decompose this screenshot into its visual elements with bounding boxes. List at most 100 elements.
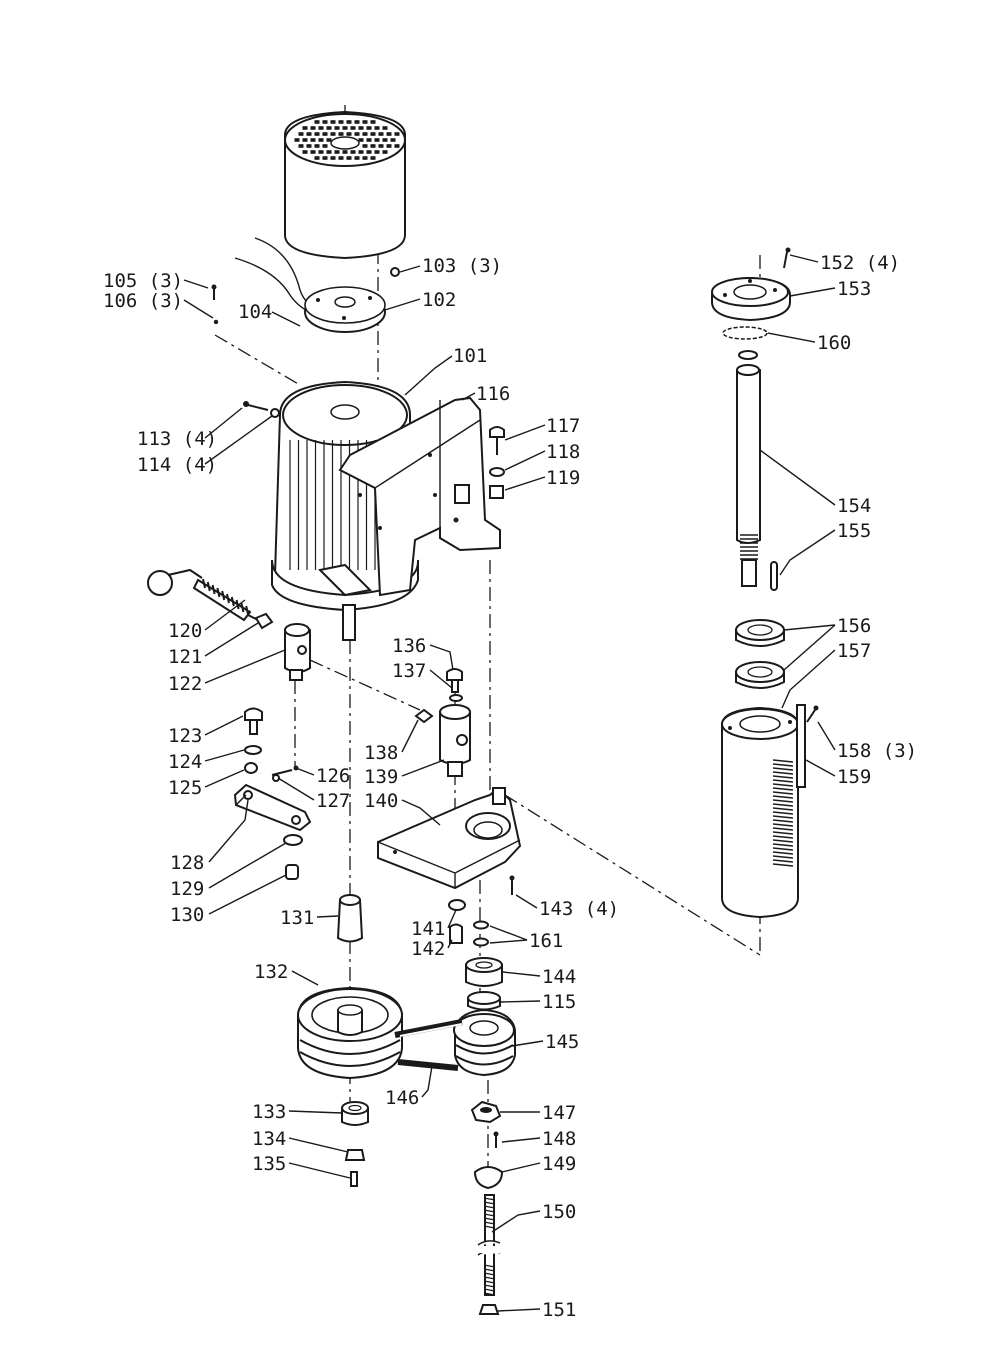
fan-vent-mark xyxy=(358,126,364,130)
label-143: 143 (4) xyxy=(539,898,619,920)
rack-tooth xyxy=(772,779,794,783)
thread-mark xyxy=(483,1217,496,1221)
fan-vent-mark xyxy=(338,132,344,136)
label-101: 101 xyxy=(453,345,487,367)
fan-vent-mark xyxy=(298,144,304,148)
label-155: 155 xyxy=(837,520,871,542)
fan-vent-mark xyxy=(326,150,332,154)
label-126: 126 xyxy=(316,765,350,787)
fan-vent-mark xyxy=(366,138,372,142)
rack-tooth xyxy=(772,855,794,859)
fan-vent-mark xyxy=(362,132,368,136)
fan-vent-mark xyxy=(322,120,328,124)
thread-mark xyxy=(235,599,240,610)
rack-tooth xyxy=(772,851,794,855)
rack-tooth xyxy=(772,815,794,819)
spindle-pulley xyxy=(453,1008,516,1077)
label-156: 156 xyxy=(837,615,871,637)
rack-tooth xyxy=(772,759,794,763)
label-153: 153 xyxy=(837,278,871,300)
fan-vent-mark xyxy=(354,132,360,136)
spindle-nut-set xyxy=(470,1100,504,1190)
label-114: 114 (4) xyxy=(137,454,217,476)
fan-vent-mark xyxy=(370,156,376,160)
label-160: 160 xyxy=(817,332,851,354)
label-142: 142 xyxy=(411,938,445,960)
fan-vent-mark xyxy=(318,138,324,142)
fan-vent-mark xyxy=(378,144,384,148)
thread-mark xyxy=(483,1209,496,1213)
thread-mark xyxy=(483,1225,496,1229)
label-152: 152 (4) xyxy=(820,252,900,274)
rack-tooth xyxy=(772,783,794,787)
label-125: 125 xyxy=(168,777,202,799)
fan-vent-mark xyxy=(346,132,352,136)
spindle-spline xyxy=(740,534,758,560)
thread-mark xyxy=(483,1221,496,1225)
label-117: 117 xyxy=(546,415,580,437)
fan-vent-mark xyxy=(370,144,376,148)
label-150: 150 xyxy=(542,1201,576,1223)
fan-vent-mark xyxy=(314,132,320,136)
thread-mark xyxy=(483,1205,496,1209)
label-102: 102 xyxy=(422,289,456,311)
thread-mark xyxy=(483,1201,496,1205)
fan-vent-mark xyxy=(366,126,372,130)
label-134: 134 xyxy=(252,1128,286,1150)
fan-vent-mark xyxy=(386,144,392,148)
label-131: 131 xyxy=(280,907,314,929)
link-plate xyxy=(233,783,312,832)
fan-vent-mark xyxy=(370,132,376,136)
fan-vent-mark xyxy=(342,150,348,154)
label-157: 157 xyxy=(837,640,871,662)
label-147: 147 xyxy=(542,1102,576,1124)
fan-vent-mark xyxy=(394,132,400,136)
label-127: 127 xyxy=(316,790,350,812)
label-161: 161 xyxy=(529,930,563,952)
rack-tooth xyxy=(772,795,794,799)
thread-mark xyxy=(202,578,206,589)
washers-161 xyxy=(473,920,489,947)
motor-body xyxy=(271,380,420,641)
label-136: 136 xyxy=(392,635,426,657)
fan-vent-mark xyxy=(322,132,328,136)
fan-vent-mark xyxy=(346,156,352,160)
drawbar xyxy=(477,1194,501,1315)
thread-mark xyxy=(483,1284,496,1288)
rack-tooth xyxy=(772,863,794,867)
label-128: 128 xyxy=(170,852,204,874)
fan-vent-mark xyxy=(318,126,324,130)
label-116: 116 xyxy=(476,383,510,405)
fan-vent-mark xyxy=(374,126,380,130)
label-138: 138 xyxy=(364,742,398,764)
thread-mark xyxy=(216,587,221,598)
label-145: 145 xyxy=(545,1031,579,1053)
fan-vent-mark xyxy=(390,138,396,142)
label-159: 159 xyxy=(837,766,871,788)
drive-belt xyxy=(394,1019,463,1071)
thread-mark xyxy=(483,1213,496,1217)
fan-vent-mark xyxy=(358,150,364,154)
thread-mark xyxy=(230,596,235,607)
fan-vent-mark xyxy=(314,144,320,148)
fan-vent-mark xyxy=(330,120,336,124)
fan-vent-mark xyxy=(374,138,380,142)
fan-vent-mark xyxy=(326,126,332,130)
fan-vent-mark xyxy=(366,150,372,154)
pulley-bearing xyxy=(465,957,503,1011)
fan-vent-mark xyxy=(342,126,348,130)
fan-cover xyxy=(284,110,406,260)
fan-vent-mark xyxy=(346,120,352,124)
rack-tooth xyxy=(772,771,794,775)
label-129: 129 xyxy=(170,878,204,900)
label-133: 133 xyxy=(252,1101,286,1123)
fan-vent-mark xyxy=(354,120,360,124)
fan-vent-mark xyxy=(298,132,304,136)
label-124: 124 xyxy=(168,751,202,773)
rack-tooth xyxy=(772,791,794,795)
lock-screw-set xyxy=(489,426,505,499)
rack-tooth xyxy=(772,763,794,767)
label-144: 144 xyxy=(542,966,576,988)
label-104: 104 xyxy=(238,301,272,323)
label-123: 123 xyxy=(168,725,202,747)
